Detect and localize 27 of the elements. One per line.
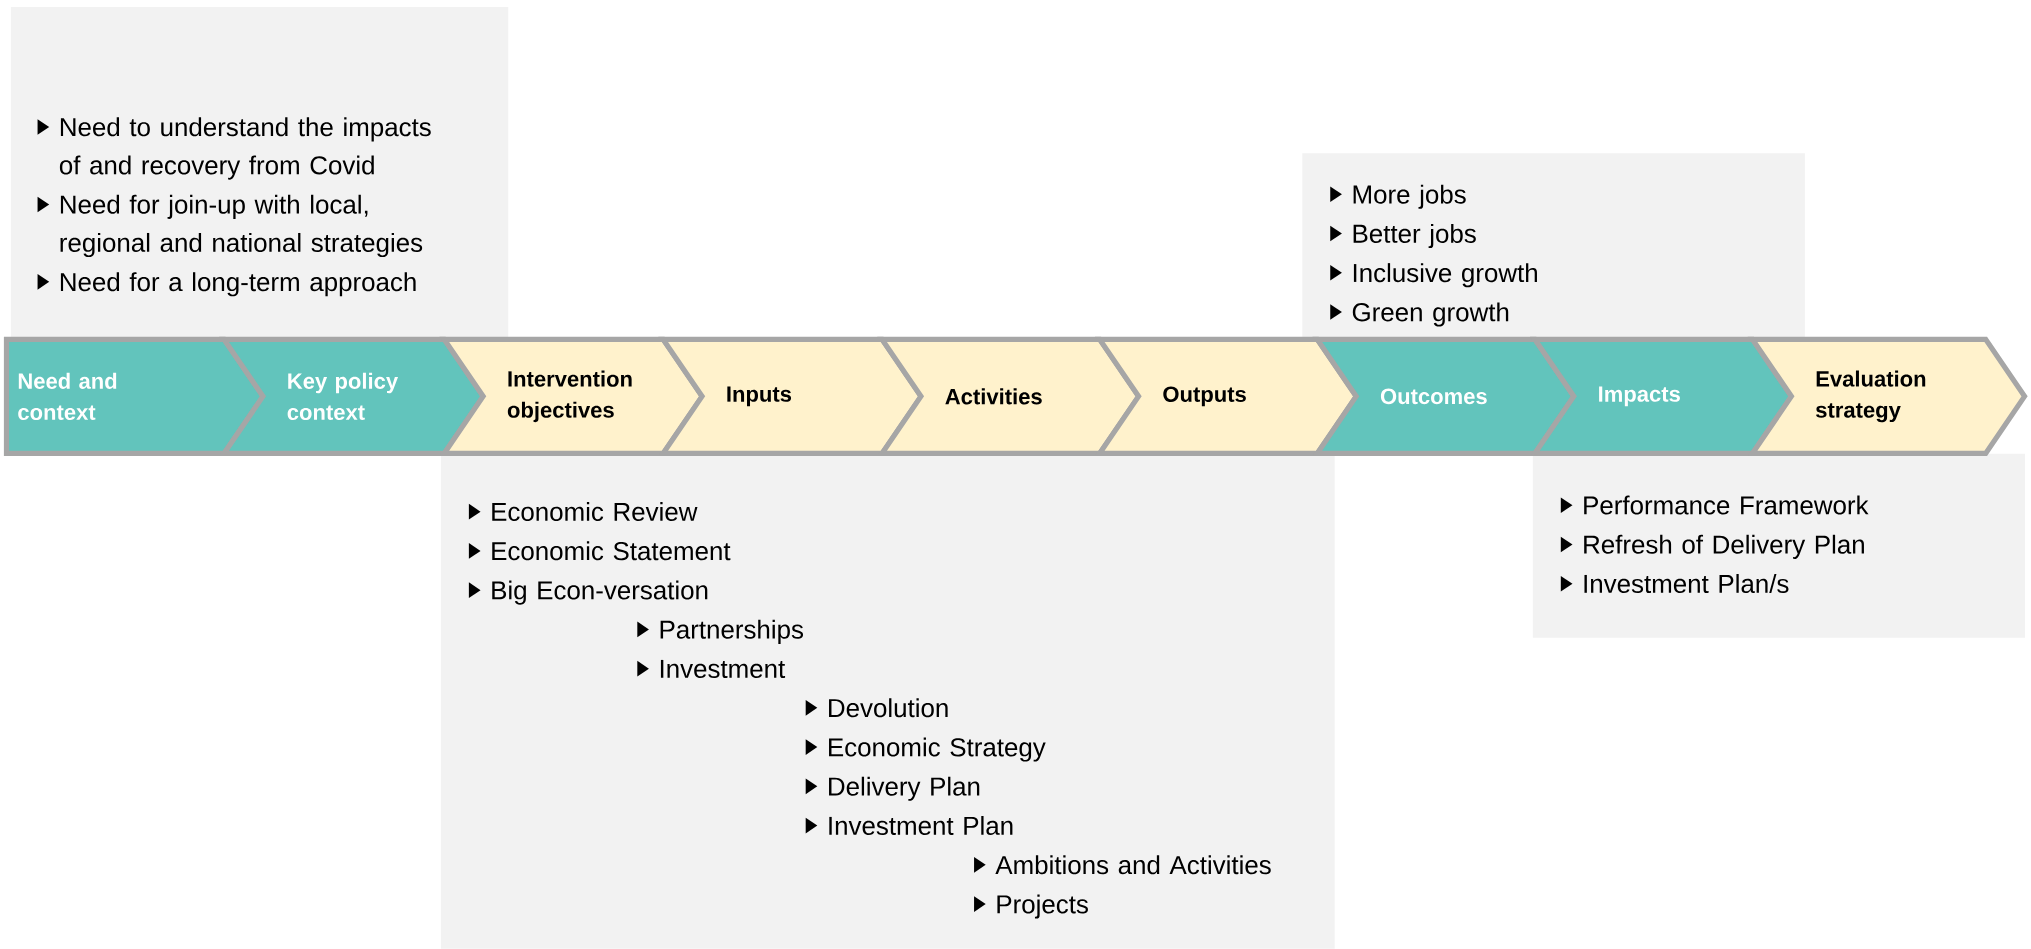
text-panel [440,453,1335,949]
bullet-item: Need for a long-term approach [37,272,416,297]
bullet-item: Need to understand the impacts of and recovery from Covid [37,117,431,180]
text-panel [1532,453,2026,638]
bullet-item: Devolution [805,698,948,718]
bullet-item: Investment [637,659,786,678]
bullet-item: Refresh of Delivery Plan [1560,534,1864,559]
bullet-item: Delivery Plan [805,776,980,801]
bullet-item: Green growth [1330,302,1509,327]
bullet-item: More jobs [1330,184,1466,209]
bullet-item: Performance Framework [1560,495,1869,515]
text-panel [10,6,509,339]
bullet-item: Ambitions and Activities [974,855,1271,874]
bullet-item: Economic Strategy [805,737,1046,762]
bullet-item: Investment Plan [805,815,1013,835]
bullet-item: Investment Plan/s [1560,573,1789,593]
bullet-item: Economic Review [468,501,698,521]
process-step: Evaluation strategy [1747,336,2028,456]
bullet-item: Inclusive growth [1330,262,1537,288]
bullet-item: Big Econ-versation [468,580,708,605]
bullet-item: Projects [974,894,1088,919]
bullet-item: Partnerships [637,619,803,644]
bullet-item: Economic Statement [468,541,731,561]
bullet-item: Better jobs [1330,223,1476,248]
text-panel [1302,153,1805,340]
bullet-item: Need for join-up with local, regional and national strategies [37,194,423,257]
process-step: Need and context [3,336,267,456]
